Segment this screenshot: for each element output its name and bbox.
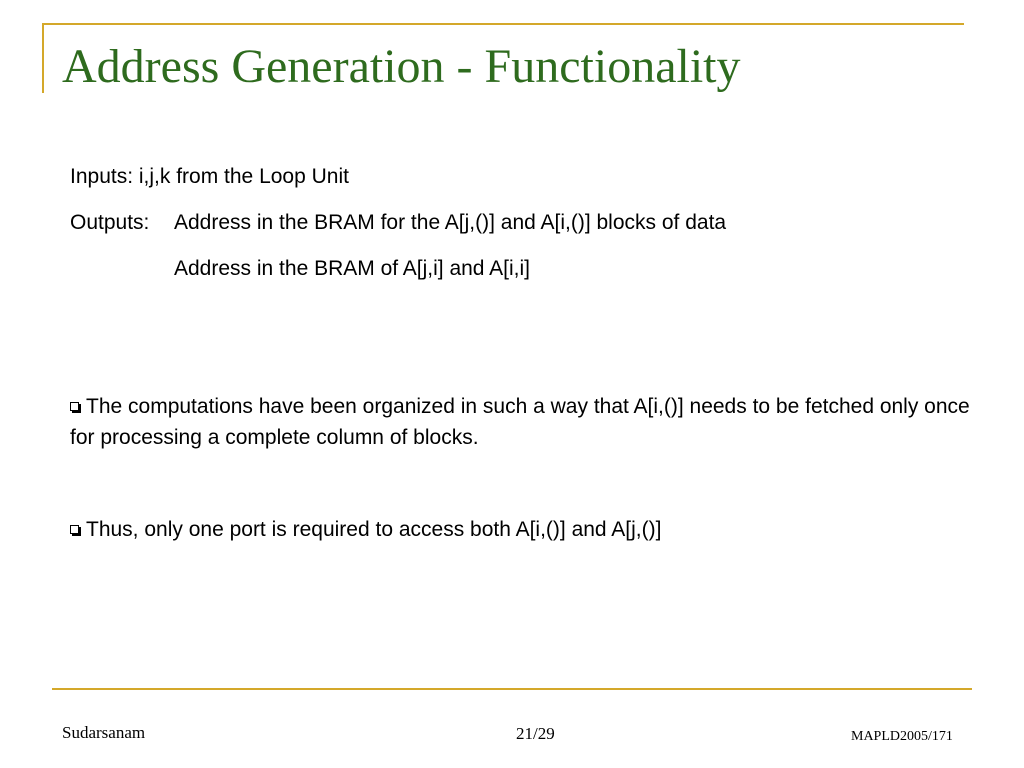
outputs-line-1: Address in the BRAM for the A[j,()] and … xyxy=(174,211,727,234)
slide-title: Address Generation - Functionality xyxy=(62,40,741,93)
outputs-label: Outputs: xyxy=(70,211,150,234)
outputs-line-2: Address in the BRAM of A[j,i] and A[i,i] xyxy=(174,257,531,280)
bullet-text-2: Thus, only one port is required to acces… xyxy=(86,518,662,541)
footer-rule xyxy=(52,688,972,690)
bullet-item-2: Thus, only one port is required to acces… xyxy=(70,514,970,545)
footer-conference: MAPLD2005/171 xyxy=(851,729,953,744)
footer-page-number: 21/29 xyxy=(516,724,555,743)
bullet-item-1: The computations have been organized in … xyxy=(70,391,970,453)
hollow-square-bullet-icon xyxy=(70,525,79,534)
top-rule xyxy=(43,23,964,25)
hollow-square-bullet-icon xyxy=(70,402,79,411)
left-rule xyxy=(42,23,44,93)
bullet-text-1: The computations have been organized in … xyxy=(70,395,970,449)
footer-author: Sudarsanam xyxy=(62,723,146,742)
inputs-line: Inputs: i,j,k from the Loop Unit xyxy=(70,165,349,188)
